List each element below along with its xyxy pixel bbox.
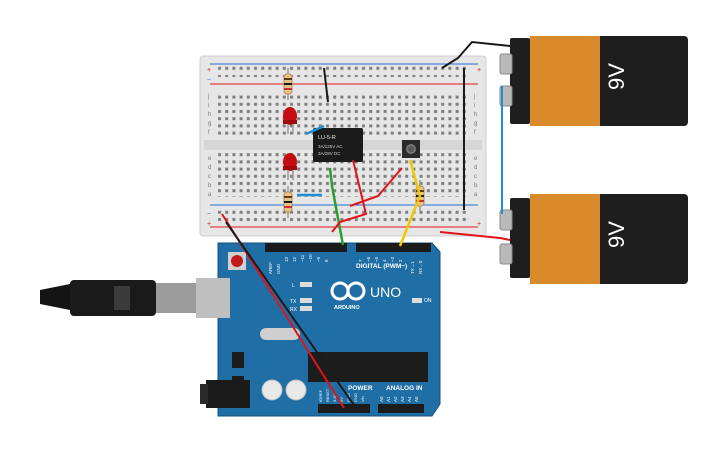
wire-green[interactable] [328,167,345,246]
row-letters-lower: e d c b a e d c b a [208,156,478,198]
svg-text:Vin: Vin [360,396,365,402]
svg-text:h: h [474,112,477,118]
analog-label: ANALOG IN [386,385,423,392]
row-letters-upper: j i h g f j i h g f [207,94,477,136]
digital-label: DIGITAL (PWM~) [356,263,407,270]
arduino-uno[interactable] [217,242,441,417]
svg-text:A5: A5 [414,396,419,402]
svg-text:+: + [207,67,211,74]
svg-text:~5: ~5 [374,256,379,262]
svg-text:RX←0: RX←0 [418,260,423,274]
relay[interactable]: LU-5-R 3A/125V AC 3A/28V DC [313,128,363,162]
svg-text:~3: ~3 [390,256,395,262]
svg-text:−: − [207,211,211,218]
arduino-logo [330,281,366,301]
svg-text:~10: ~10 [308,254,313,262]
svg-text:13: 13 [284,256,289,262]
svg-text:e: e [474,156,478,162]
svg-text:12: 12 [292,256,297,262]
jumper-blue-upper[interactable] [305,124,325,136]
svg-text:A2: A2 [393,396,398,402]
svg-text:h: h [208,112,211,118]
svg-text:RESET: RESET [325,388,330,402]
svg-text:d: d [208,165,211,171]
svg-text:A0: A0 [379,396,384,402]
led-rx-label: RX [290,307,298,313]
battery-bottom-label: 9V [604,221,629,248]
digital-pin-labels: AREF GND 13 12 ~11 ~10 ~9 8 7 ~6 ~5 4 ~3… [268,254,423,274]
svg-text:4: 4 [382,259,387,262]
relay-model: LU-5-R [318,135,336,141]
led-l-label: L [292,283,295,289]
svg-text:A1: A1 [386,396,391,402]
battery-top-label: 9V [604,63,629,90]
svg-text:7: 7 [358,259,363,262]
svg-text:−: − [207,77,211,84]
pushbutton[interactable] [402,140,420,158]
arduino-brand: ARDUINO [334,305,360,311]
svg-text:8: 8 [324,259,329,262]
svg-text:IOREF: IOREF [318,389,323,402]
svg-text:AREF: AREF [268,262,273,274]
battery-top[interactable]: 9V [499,36,688,126]
wire-red-relay[interactable] [331,159,368,233]
jumper-black-top[interactable] [323,67,329,103]
svg-text:e: e [208,156,212,162]
led-top[interactable] [283,107,297,134]
wire-yellow[interactable] [398,159,422,247]
svg-text:3.3V: 3.3V [332,393,337,402]
led-bottom[interactable] [283,153,297,180]
svg-text:GND: GND [353,393,358,402]
on-label: ON [424,298,432,304]
svg-text:a: a [474,192,478,198]
svg-text:GND: GND [276,263,281,274]
wire-black-gnd[interactable] [225,221,357,409]
svg-text:c: c [474,174,477,180]
svg-text:f: f [208,130,210,136]
usb-cable[interactable] [40,278,230,318]
svg-text:b: b [474,183,478,189]
resistor-top[interactable] [283,68,293,100]
svg-text:~11: ~11 [300,254,305,262]
svg-text:+: + [207,221,211,228]
power-label: POWER [348,385,373,392]
wire-red-battery[interactable] [439,231,511,241]
svg-text:~6: ~6 [366,256,371,262]
svg-text:2: 2 [398,259,403,262]
svg-text:~9: ~9 [316,256,321,262]
analog-pin-labels: A0 A1 A2 A3 A4 A5 [379,396,419,402]
dc-jack[interactable] [200,380,250,408]
svg-text:g: g [474,121,477,127]
svg-text:d: d [474,165,477,171]
svg-text:A3: A3 [400,396,405,402]
svg-text:a: a [208,192,212,198]
wire-red-button[interactable] [349,167,403,207]
svg-text:g: g [208,121,211,127]
battery-bottom[interactable]: 9V [499,194,688,284]
svg-text:b: b [208,183,212,189]
svg-text:TX→1: TX→1 [410,261,415,274]
relay-rating-dc: 3A/28V DC [318,151,341,156]
svg-text:+: + [477,221,481,228]
svg-text:j: j [473,94,475,100]
wire-black-top-battery[interactable] [441,40,511,69]
svg-text:i: i [474,103,475,109]
led-tx-label: TX [290,299,297,305]
svg-text:c: c [208,174,211,180]
svg-text:+: + [477,67,481,74]
svg-text:A4: A4 [407,396,412,402]
relay-rating-ac: 3A/125V AC [318,144,343,149]
svg-text:j: j [207,94,209,100]
svg-text:5V: 5V [339,397,344,402]
svg-text:i: i [208,103,209,109]
uno-label: UNO [370,284,401,300]
svg-text:f: f [474,130,476,136]
resistor-bottom[interactable] [283,186,293,218]
